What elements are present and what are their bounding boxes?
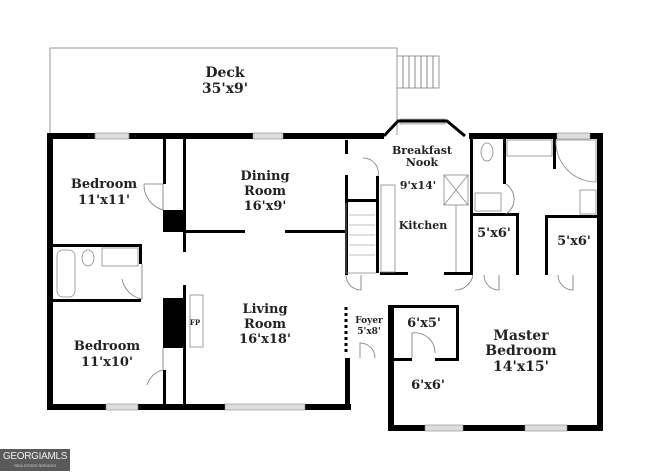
- bedroom2-size: 11'x10': [81, 355, 133, 370]
- fireplace-label: FP: [190, 318, 201, 327]
- dining-size: 16'x9': [244, 199, 287, 214]
- deck-size: 35'x9': [202, 81, 248, 97]
- kitchen-name: Kitchen: [399, 219, 448, 232]
- deck-name: Deck: [205, 65, 245, 81]
- nook-name1: Breakfast: [392, 144, 453, 157]
- bedroom1-name: Bedroom: [71, 177, 138, 192]
- closet1-size: 5'x6': [477, 226, 511, 241]
- georgia-mls-logo: GEORGIAMLS REAL ESTATE SERVICES: [0, 449, 70, 471]
- nook-name2: Nook: [406, 156, 439, 169]
- closet3-size: 6'x5': [407, 316, 441, 331]
- foyer-name: Foyer: [355, 316, 383, 326]
- windows: [94, 118, 591, 432]
- nook-size: 9'x14': [400, 179, 436, 192]
- deck: [49, 47, 440, 135]
- doors: [121, 157, 574, 386]
- logo-text: GEORGIAMLS: [2, 451, 68, 462]
- master-name2: Bedroom: [485, 343, 557, 359]
- logo-subtext: REAL ESTATE SERVICES: [14, 463, 56, 468]
- fixtures: [56, 139, 597, 348]
- living-size: 16'x18': [239, 332, 291, 347]
- master-name1: Master: [493, 328, 549, 344]
- bay-window: [382, 119, 466, 138]
- room-labels: Deck 35'x9' Bedroom 11'x11' Bedroom 11'x…: [71, 65, 591, 393]
- bedroom1-size: 11'x11': [78, 193, 130, 208]
- living-name1: Living: [242, 302, 287, 317]
- bedroom2-name: Bedroom: [74, 339, 141, 354]
- dining-name1: Dining: [240, 169, 289, 184]
- dining-name2: Room: [244, 184, 286, 199]
- walls: [47, 133, 603, 431]
- closet2-size: 5'x6': [557, 234, 591, 249]
- closet4-size: 6'x6': [411, 378, 445, 393]
- master-size: 14'x15': [493, 359, 549, 375]
- foyer-size: 5'x8': [357, 327, 380, 337]
- living-name2: Room: [244, 317, 286, 332]
